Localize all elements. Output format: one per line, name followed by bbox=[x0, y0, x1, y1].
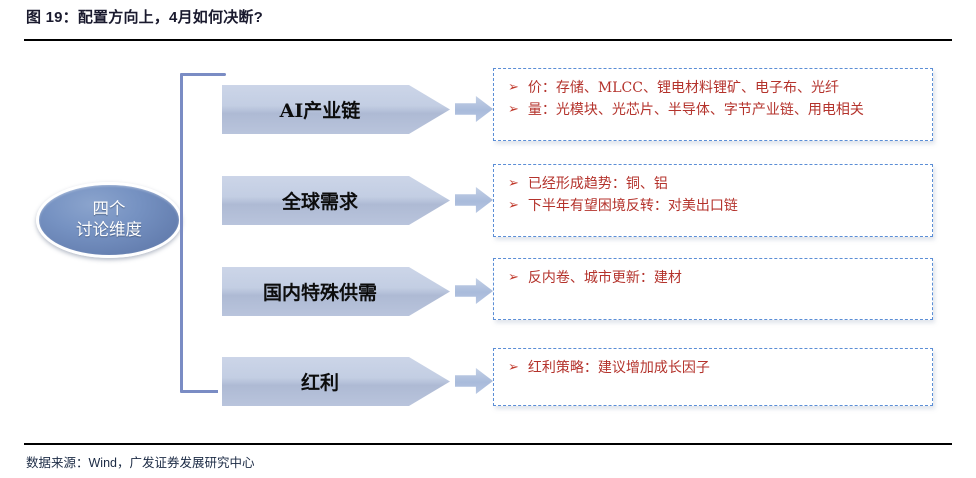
connector-arrow-2-icon bbox=[455, 187, 493, 213]
branch-label-global-demand[interactable]: 全球需求 bbox=[222, 176, 450, 225]
list-item: ➢ 价：存储、MLCC、锂电材料锂矿、电子布、光纤 bbox=[508, 78, 922, 100]
bullet-arrow-icon: ➢ bbox=[508, 101, 519, 117]
bullet-text: 价：存储、MLCC、锂电材料锂矿、电子布、光纤 bbox=[527, 80, 839, 96]
branch-label-dividend[interactable]: 红利 bbox=[222, 357, 450, 406]
connector-arrow-1-icon bbox=[455, 96, 493, 122]
branch-label-ai-chain[interactable]: AI产业链 bbox=[222, 85, 450, 134]
hub-ellipse: 四个 讨论维度 bbox=[36, 182, 182, 258]
bullet-arrow-icon: ➢ bbox=[508, 80, 519, 95]
bullet-arrow-icon: ➢ bbox=[508, 360, 519, 375]
callout-box-2: ➢ 已经形成趋势：铜、铝 ➢ 下半年有望困境反转：对美出口链 bbox=[493, 164, 933, 237]
page-title: 图 19：配置方向上，4月如何决断? bbox=[26, 9, 263, 26]
list-item: ➢ 量：光模块、光芯片、半导体、字节产业链、用电相关 bbox=[508, 100, 922, 122]
list-item: ➢ 反内卷、城市更新：建材 bbox=[508, 268, 922, 290]
bracket-spine bbox=[180, 73, 183, 393]
bullet-arrow-icon: ➢ bbox=[508, 197, 519, 213]
list-item: ➢ 红利策略：建议增加成长因子 bbox=[508, 358, 922, 380]
branch-label-domestic-supply-demand[interactable]: 国内特殊供需 bbox=[222, 267, 450, 316]
diagram-canvas: 四个 讨论维度 AI产业链 ➢ 价：存储、MLCC、锂电材料锂矿、电子布、光纤 … bbox=[0, 46, 976, 438]
bullet-arrow-icon: ➢ bbox=[508, 176, 519, 191]
bullet-text: 已经形成趋势：铜、铝 bbox=[527, 176, 668, 192]
list-item: ➢ 已经形成趋势：铜、铝 bbox=[508, 174, 922, 196]
bullet-text: 量：光模块、光芯片、半导体、字节产业链、用电相关 bbox=[527, 101, 864, 118]
bullet-text: 下半年有望困境反转：对美出口链 bbox=[527, 197, 738, 214]
callout-box-3: ➢ 反内卷、城市更新：建材 bbox=[493, 258, 933, 320]
bullet-text: 反内卷、城市更新：建材 bbox=[527, 270, 682, 286]
header-divider bbox=[24, 39, 952, 41]
bullet-text: 红利策略：建议增加成长因子 bbox=[527, 360, 710, 376]
connector-arrow-3-icon bbox=[455, 278, 493, 304]
callout-box-4: ➢ 红利策略：建议增加成长因子 bbox=[493, 348, 933, 406]
hub-line-2: 讨论维度 bbox=[76, 220, 142, 239]
source-note: 数据来源：Wind，广发证券发展研究中心 bbox=[26, 456, 255, 470]
bullet-arrow-icon: ➢ bbox=[508, 270, 519, 285]
bracket-bottom-stub bbox=[180, 390, 226, 393]
bracket-connector bbox=[180, 73, 246, 393]
hub-line-1: 四个 bbox=[92, 199, 126, 219]
bracket-top-stub bbox=[180, 73, 226, 76]
list-item: ➢ 下半年有望困境反转：对美出口链 bbox=[508, 196, 922, 218]
callout-box-1: ➢ 价：存储、MLCC、锂电材料锂矿、电子布、光纤 ➢ 量：光模块、光芯片、半导… bbox=[493, 68, 933, 141]
connector-arrow-4-icon bbox=[455, 368, 493, 394]
footer-divider bbox=[24, 443, 952, 445]
